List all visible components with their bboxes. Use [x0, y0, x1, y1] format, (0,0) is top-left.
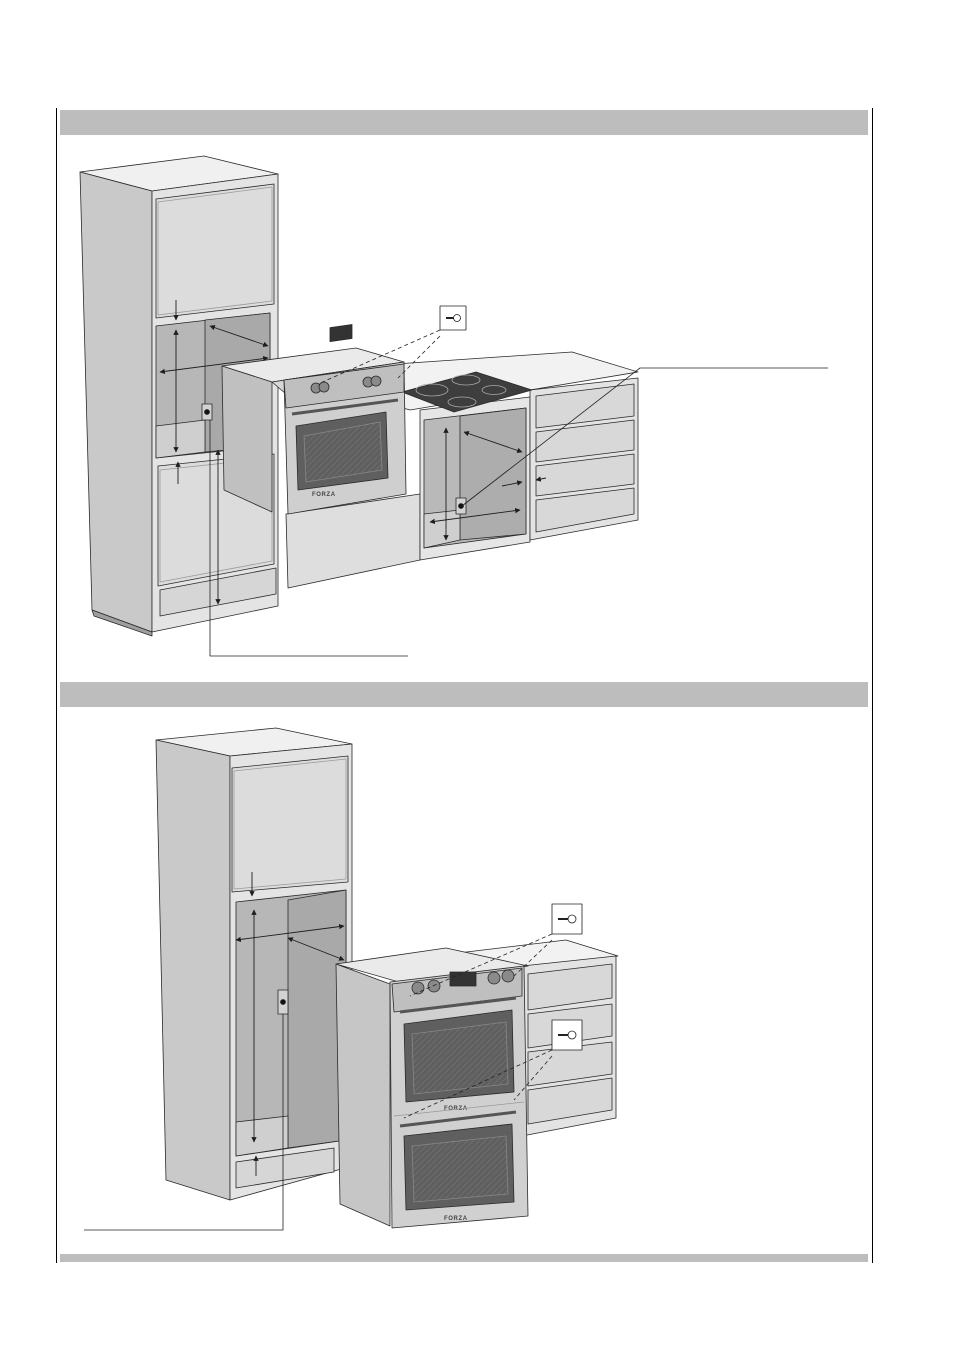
single-oven-illustration: FORZA	[79, 155, 828, 657]
single-oven-brand-mark: FORZA	[312, 492, 336, 498]
section-header-single-oven	[60, 110, 868, 135]
leader-line-double-socket	[84, 1014, 284, 1231]
dimension-arrows-tall	[159, 300, 269, 605]
leader-line-tall-socket	[209, 420, 408, 657]
screw-callout-upper	[409, 903, 583, 997]
leader-line-base-socket	[461, 367, 828, 507]
single-oven: FORZA	[221, 324, 407, 515]
dimension-arrows-base	[429, 427, 547, 541]
frame-left-border	[56, 108, 57, 1263]
lower-oven-brand-mark: FORZA	[444, 1216, 468, 1222]
double-oven: FORZA FORZA	[335, 947, 529, 1229]
dimension-arrows-double	[235, 872, 345, 1176]
section-footer-band	[60, 1254, 868, 1262]
frame-right-border	[872, 108, 873, 1263]
screw-callout-single	[317, 305, 467, 385]
section-header-double-oven	[60, 682, 868, 707]
double-oven-illustration: FORZA FORZA	[84, 727, 619, 1231]
screw-callout-lower	[403, 1019, 583, 1119]
